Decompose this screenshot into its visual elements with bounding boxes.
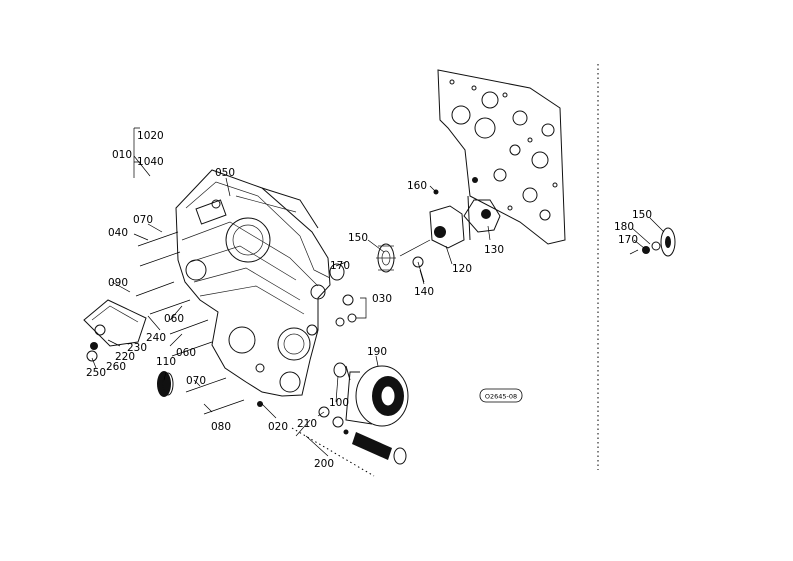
label-070-top: 070	[133, 214, 153, 226]
label-140: 140	[414, 286, 434, 298]
label-030: 030	[372, 293, 392, 305]
label-130: 130	[484, 244, 504, 256]
label-060-lower: 060	[176, 347, 196, 359]
label-070-lower: 070	[186, 375, 206, 387]
label-220: 220	[115, 351, 135, 363]
label-150-right: 150	[632, 209, 652, 221]
label-180: 180	[614, 221, 634, 233]
label-020: 020	[268, 421, 288, 433]
bolts-group	[135, 231, 245, 415]
plug-100	[333, 362, 351, 381]
label-170-center: 170	[330, 260, 350, 272]
label-050: 050	[215, 167, 235, 179]
relief-valve-set	[291, 406, 407, 477]
gear-150-center	[376, 243, 396, 273]
label-100: 100	[329, 397, 349, 409]
drawing-reference-badge: O2645-08	[479, 388, 523, 403]
label-060-upper: 060	[164, 313, 184, 325]
label-160: 160	[407, 180, 427, 192]
label-010: 010	[112, 149, 132, 161]
label-240: 240	[146, 332, 166, 344]
label-1020: 1020	[137, 130, 164, 142]
label-230: 230	[127, 342, 147, 354]
gear-110	[157, 371, 174, 397]
label-170-right: 170	[618, 234, 638, 246]
label-080: 080	[211, 421, 231, 433]
reference-code: O2645-08	[485, 393, 517, 401]
label-110: 110	[156, 356, 176, 368]
label-260: 260	[106, 361, 126, 373]
label-190: 190	[367, 346, 387, 358]
label-120: 120	[452, 263, 472, 275]
label-1040: 1040	[137, 156, 164, 168]
right-gear-assembly	[629, 227, 676, 257]
label-200: 200	[314, 458, 334, 470]
pump-flange	[83, 299, 147, 362]
label-210: 210	[297, 418, 317, 430]
label-040: 040	[108, 227, 128, 239]
oil-pump-assembly	[399, 199, 501, 257]
label-150-center: 150	[348, 232, 368, 244]
engine-block-outline	[437, 69, 566, 245]
label-090: 090	[108, 277, 128, 289]
gear-case-cover	[175, 169, 331, 407]
label-250: 250	[86, 367, 106, 379]
part-labels: 010 1020 1040 050 070 040 090 060 240 06…	[86, 130, 652, 470]
leader-lines	[91, 127, 665, 457]
oil-filter-190	[345, 365, 409, 427]
